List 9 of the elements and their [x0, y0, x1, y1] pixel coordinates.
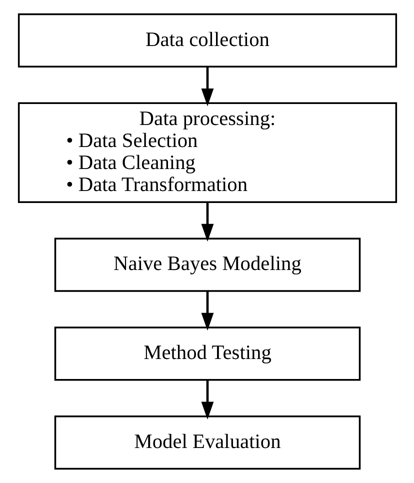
node-box: Naive Bayes Modeling	[54, 238, 360, 292]
arrow	[200, 380, 214, 420]
arrow	[200, 66, 214, 106]
arrow	[200, 291, 214, 331]
node-box: Data collection	[17, 13, 397, 68]
node-box: Data processing: • Data Selection • Data Cleaning • Data Transformation	[17, 102, 397, 204]
node-box: Method Testing	[54, 326, 360, 381]
node-box: Model Evaluation	[54, 415, 360, 470]
arrow	[200, 202, 214, 242]
